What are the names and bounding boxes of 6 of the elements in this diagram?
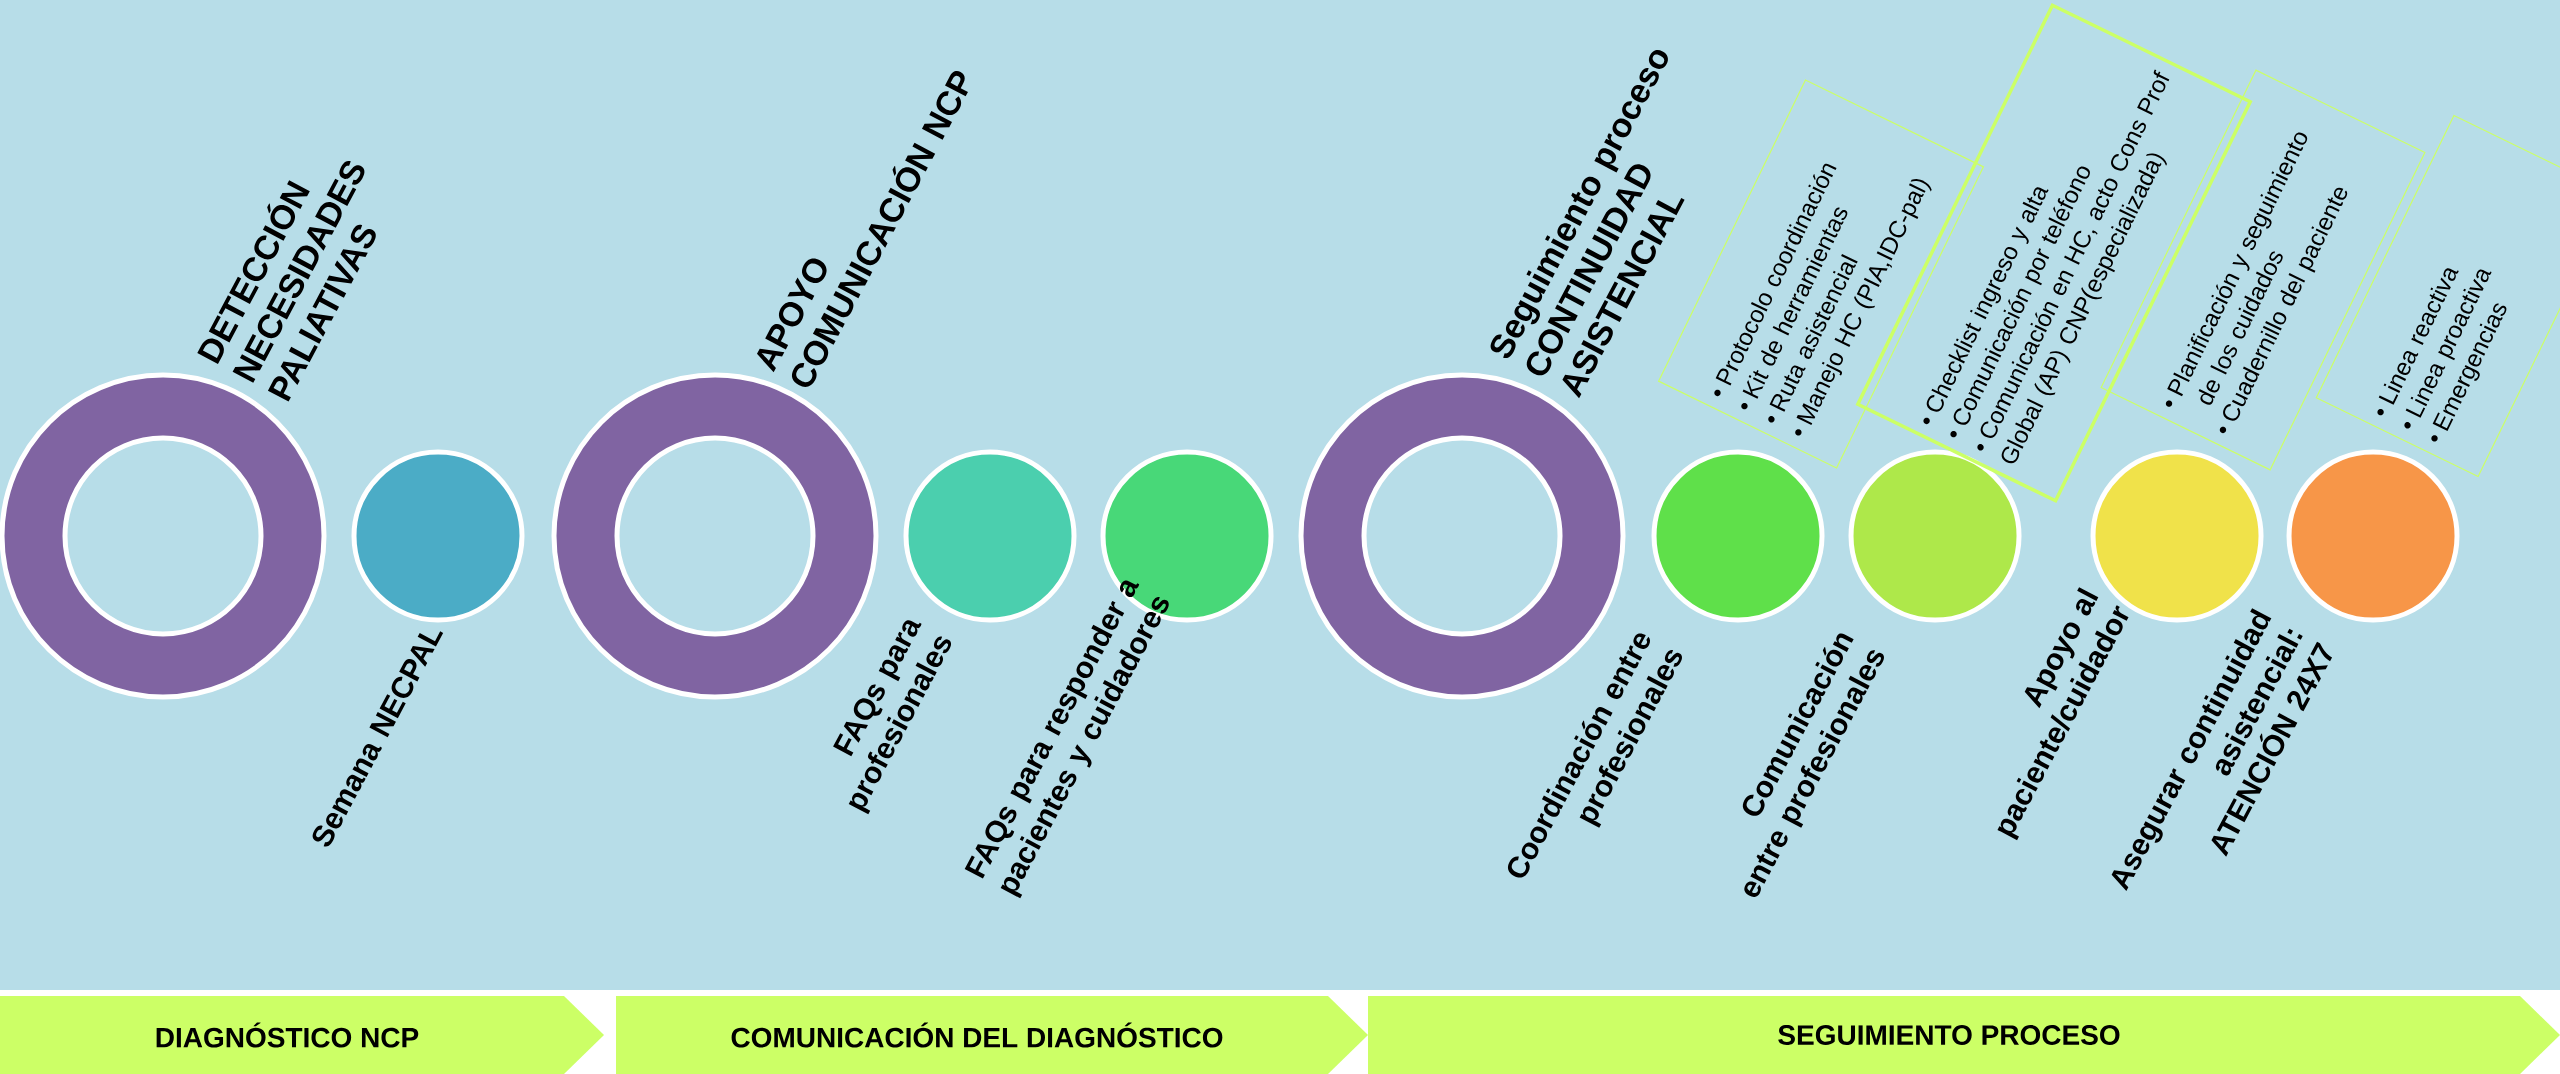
circle: [351, 449, 525, 623]
phase-band: COMUNICACIÓN DEL DIAGNÓSTICO: [616, 996, 1368, 1074]
circle: [1651, 449, 1825, 623]
phase-band: DIAGNÓSTICO NCP: [0, 996, 604, 1074]
circle: [2286, 449, 2460, 623]
phase-band: SEGUIMIENTO PROCESO: [1368, 996, 2560, 1074]
